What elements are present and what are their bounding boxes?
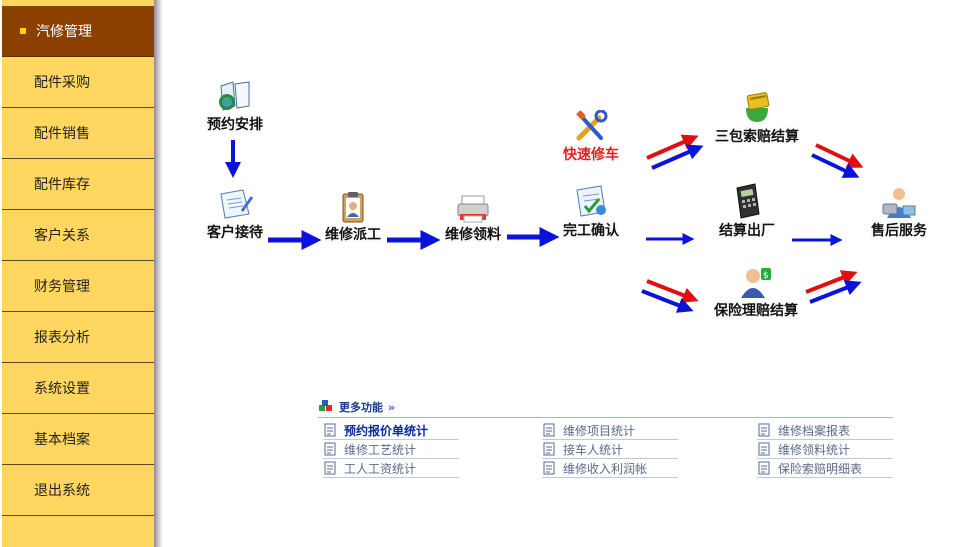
checkout-pos-terminal-icon: [736, 183, 760, 219]
sidebar-menu: 汽修管理 配件采购 配件销售 配件库存 客户关系 财务管理 报表分析 系统设置 …: [2, 0, 154, 547]
arrow-warranty-aftersales-red: [815, 143, 864, 168]
appointment-book-icon: [219, 81, 250, 111]
sidebar-item-settings[interactable]: 系统设置: [2, 363, 154, 414]
sidebar: 汽修管理 配件采购 配件销售 配件库存 客户关系 财务管理 报表分析 系统设置 …: [0, 0, 163, 547]
sidebar-item-auto-repair[interactable]: 汽修管理: [2, 6, 154, 57]
node-quick-repair[interactable]: 快速修车: [554, 110, 628, 164]
sidebar-item-finance[interactable]: 财务管理: [2, 261, 154, 312]
arrow-to-insurance-blue: [641, 289, 694, 313]
sidebar-item-label: 配件采购: [34, 75, 90, 91]
node-label: 维修派工: [325, 227, 381, 243]
cubes-icon: [319, 400, 332, 411]
link-quote-stats[interactable]: 预约报价单统计: [323, 421, 459, 440]
link-label: 接车人统计: [563, 442, 624, 457]
sidebar-shadow: [154, 0, 163, 547]
link-label: 维修项目统计: [563, 423, 636, 438]
link-revenue-profit[interactable]: 维修收入利润帐: [542, 459, 678, 478]
sidebar-item-parts-sales[interactable]: 配件销售: [2, 108, 154, 159]
node-label: 三包索赔结算: [715, 129, 799, 145]
node-checkout[interactable]: 结算出厂: [710, 182, 784, 240]
node-label: 保险理赔结算: [714, 303, 798, 319]
node-label: 完工确认: [563, 223, 619, 239]
node-after-sales[interactable]: 售后服务: [862, 184, 936, 240]
node-label: 预约安排: [207, 117, 263, 133]
reception-document-icon: [220, 189, 253, 219]
link-label: 预约报价单统计: [344, 423, 429, 438]
sidebar-item-label: 汽修管理: [36, 24, 92, 40]
sidebar-item-reports[interactable]: 报表分析: [2, 312, 154, 363]
materials-printer-icon: [457, 195, 489, 223]
arrow-to-warranty-blue: [651, 144, 704, 170]
sidebar-item-label: 客户关系: [34, 228, 90, 244]
link-receiver-stats[interactable]: 接车人统计: [542, 440, 678, 459]
bullet-icon: [20, 28, 26, 34]
more-functions-divider: [318, 417, 893, 418]
node-reception[interactable]: 客户接待: [198, 188, 272, 242]
link-label: 工人工资统计: [344, 461, 417, 476]
node-label: 售后服务: [871, 223, 927, 239]
node-label: 快速修车: [563, 147, 619, 163]
sidebar-item-label: 退出系统: [34, 483, 90, 499]
link-wage-stats[interactable]: 工人工资统计: [323, 459, 459, 478]
insurance-person-icon: $: [741, 268, 771, 298]
sidebar-item-exit[interactable]: 退出系统: [2, 465, 154, 516]
node-dispatch[interactable]: 维修派工: [316, 190, 390, 244]
sidebar-item-label: 报表分析: [34, 330, 90, 346]
sidebar-item-parts-inventory[interactable]: 配件库存: [2, 159, 154, 210]
link-repair-archive-report[interactable]: 维修档案报表: [757, 421, 893, 440]
link-label: 维修工艺统计: [344, 442, 417, 457]
document-icon: [324, 461, 336, 475]
link-materials-stats[interactable]: 维修领料统计: [757, 440, 893, 459]
link-label: 保险索赔明细表: [778, 461, 863, 476]
node-label: 结算出厂: [719, 223, 775, 239]
document-icon: [543, 442, 555, 456]
document-icon: [543, 461, 555, 475]
arrow-to-warranty-red: [646, 134, 699, 160]
more-functions-header: 更多功能 »: [318, 399, 395, 415]
completion-checklist-icon: [576, 185, 606, 217]
node-label: 维修领料: [445, 227, 501, 243]
node-label: 客户接待: [207, 225, 263, 241]
node-warranty[interactable]: 三包索赔结算: [710, 90, 804, 146]
dispatch-clipboard-icon: [342, 192, 364, 223]
document-icon: [324, 423, 336, 437]
quick-repair-tools-icon: [576, 110, 608, 141]
sidebar-item-label: 基本档案: [34, 432, 90, 448]
node-insurance[interactable]: $ 保险理赔结算: [706, 264, 806, 320]
link-label: 维修档案报表: [778, 423, 851, 438]
link-repair-item-stats[interactable]: 维修项目统计: [542, 421, 678, 440]
sidebar-item-base-records[interactable]: 基本档案: [2, 414, 154, 465]
document-icon: [543, 423, 555, 437]
sidebar-item-customer-relations[interactable]: 客户关系: [2, 210, 154, 261]
sidebar-item-label: 配件销售: [34, 126, 90, 142]
sidebar-item-label: 财务管理: [34, 279, 90, 295]
link-label: 维修领料统计: [778, 442, 851, 457]
arrow-warranty-aftersales-blue: [811, 153, 860, 178]
link-process-stats[interactable]: 维修工艺统计: [323, 440, 459, 459]
document-icon: [758, 461, 770, 475]
document-icon: [324, 442, 336, 456]
link-label: 维修收入利润帐: [563, 461, 648, 476]
node-materials[interactable]: 维修领料: [436, 190, 510, 244]
link-insurance-claim-detail[interactable]: 保险索赔明细表: [757, 459, 893, 478]
document-icon: [758, 442, 770, 456]
sidebar-item-parts-purchase[interactable]: 配件采购: [2, 57, 154, 108]
node-completion[interactable]: 完工确认: [554, 184, 628, 240]
warranty-card-icon: [746, 92, 770, 122]
double-chevron-right-icon: »: [388, 400, 395, 414]
arrow-to-insurance-red: [646, 279, 699, 303]
sidebar-item-label: 配件库存: [34, 177, 90, 193]
arrow-insurance-aftersales-blue: [809, 280, 862, 304]
more-functions-title: 更多功能: [339, 401, 383, 414]
node-appointment[interactable]: 预约安排: [200, 80, 270, 134]
sidebar-item-label: 系统设置: [34, 381, 90, 397]
arrow-insurance-aftersales-red: [805, 270, 858, 294]
document-icon: [758, 423, 770, 437]
svg-text:$: $: [763, 271, 769, 281]
after-sales-service-icon: [882, 188, 916, 218]
